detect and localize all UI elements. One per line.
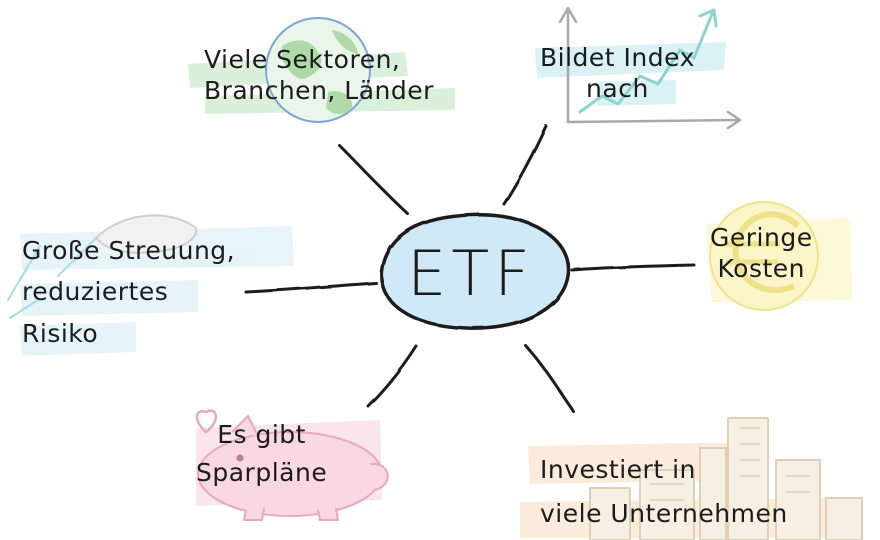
node-streuung-line-2: reduziertes <box>22 277 169 307</box>
node-kosten: Geringe Kosten <box>710 222 813 285</box>
connector-index <box>502 124 548 206</box>
node-index-line-2: nach <box>586 74 649 104</box>
highlight-streuung-2 <box>20 280 198 316</box>
rising-chart-icon <box>558 6 742 130</box>
city-buildings-icon <box>589 417 863 540</box>
connector-kosten <box>570 263 696 272</box>
heart-icon <box>195 409 217 434</box>
connector-sektoren <box>338 144 410 216</box>
node-index: Bildet Index nach <box>540 42 695 105</box>
highlight-index-2 <box>596 80 676 106</box>
piggy-bank-icon <box>195 409 389 521</box>
node-unternehmen-line-2: viele Unternehmen <box>540 498 788 528</box>
node-sektoren-line-2: Branchen, Länder <box>204 76 434 106</box>
center-node <box>379 213 571 330</box>
node-sparplaene: Es gibt Sparpläne <box>196 416 327 491</box>
node-sparplaene-line-2: Sparpläne <box>196 457 328 487</box>
node-unternehmen-line-1: Investiert in <box>540 455 696 484</box>
node-sektoren-line-1: Viele Sektoren, <box>204 45 401 74</box>
umbrella-icon <box>7 214 198 319</box>
node-kosten-line-2: Kosten <box>717 254 806 284</box>
center-node-label: ETF <box>407 236 535 310</box>
euro-coin-icon <box>709 201 819 311</box>
node-unternehmen: Investiert in viele Unternehmen <box>540 448 788 536</box>
center-ellipse <box>379 213 571 330</box>
connector-sparplaene <box>366 344 418 408</box>
connector-unternehmen <box>524 344 576 414</box>
node-kosten-line-1: Geringe <box>710 223 813 252</box>
connector-lines <box>244 124 696 414</box>
node-index-line-1: Bildet Index <box>540 43 695 72</box>
globe-icon <box>265 17 371 123</box>
node-streuung-line-3: Risiko <box>22 318 99 348</box>
highlight-streuung-3 <box>20 322 136 356</box>
node-streuung-line-1: Große Streuung, <box>22 236 236 265</box>
node-sparplaene-line-1: Es gibt <box>217 420 306 449</box>
node-streuung: Große Streuung, reduziertes Risiko <box>22 230 235 354</box>
connector-streuung <box>244 281 378 294</box>
node-sektoren: Viele Sektoren, Branchen, Länder <box>204 44 434 107</box>
